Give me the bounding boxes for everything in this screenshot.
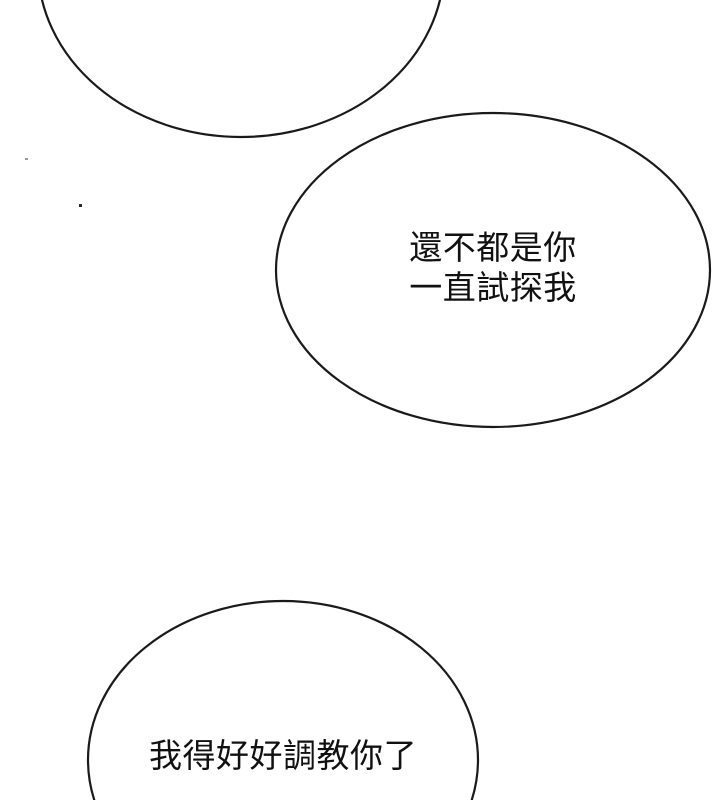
- speech-bubble-3-text: 我得好好調教你了: [88, 736, 478, 776]
- dust-speck-lower: [79, 204, 82, 207]
- speech-bubble-2-text: 還不都是你 一直試探我: [276, 228, 710, 309]
- speech-bubble-2-line-1: 還不都是你: [409, 228, 577, 267]
- speech-bubble-3-line-1: 我得好好調教你了: [149, 736, 417, 775]
- speech-bubble-2-line-2: 一直試探我: [409, 268, 577, 308]
- speech-bubble-1-outline: [40, 0, 442, 139]
- speech-bubble-2-outline: [274, 111, 712, 429]
- speech-bubble-3-outline: [86, 599, 480, 800]
- dust-speck-upper: [25, 158, 28, 160]
